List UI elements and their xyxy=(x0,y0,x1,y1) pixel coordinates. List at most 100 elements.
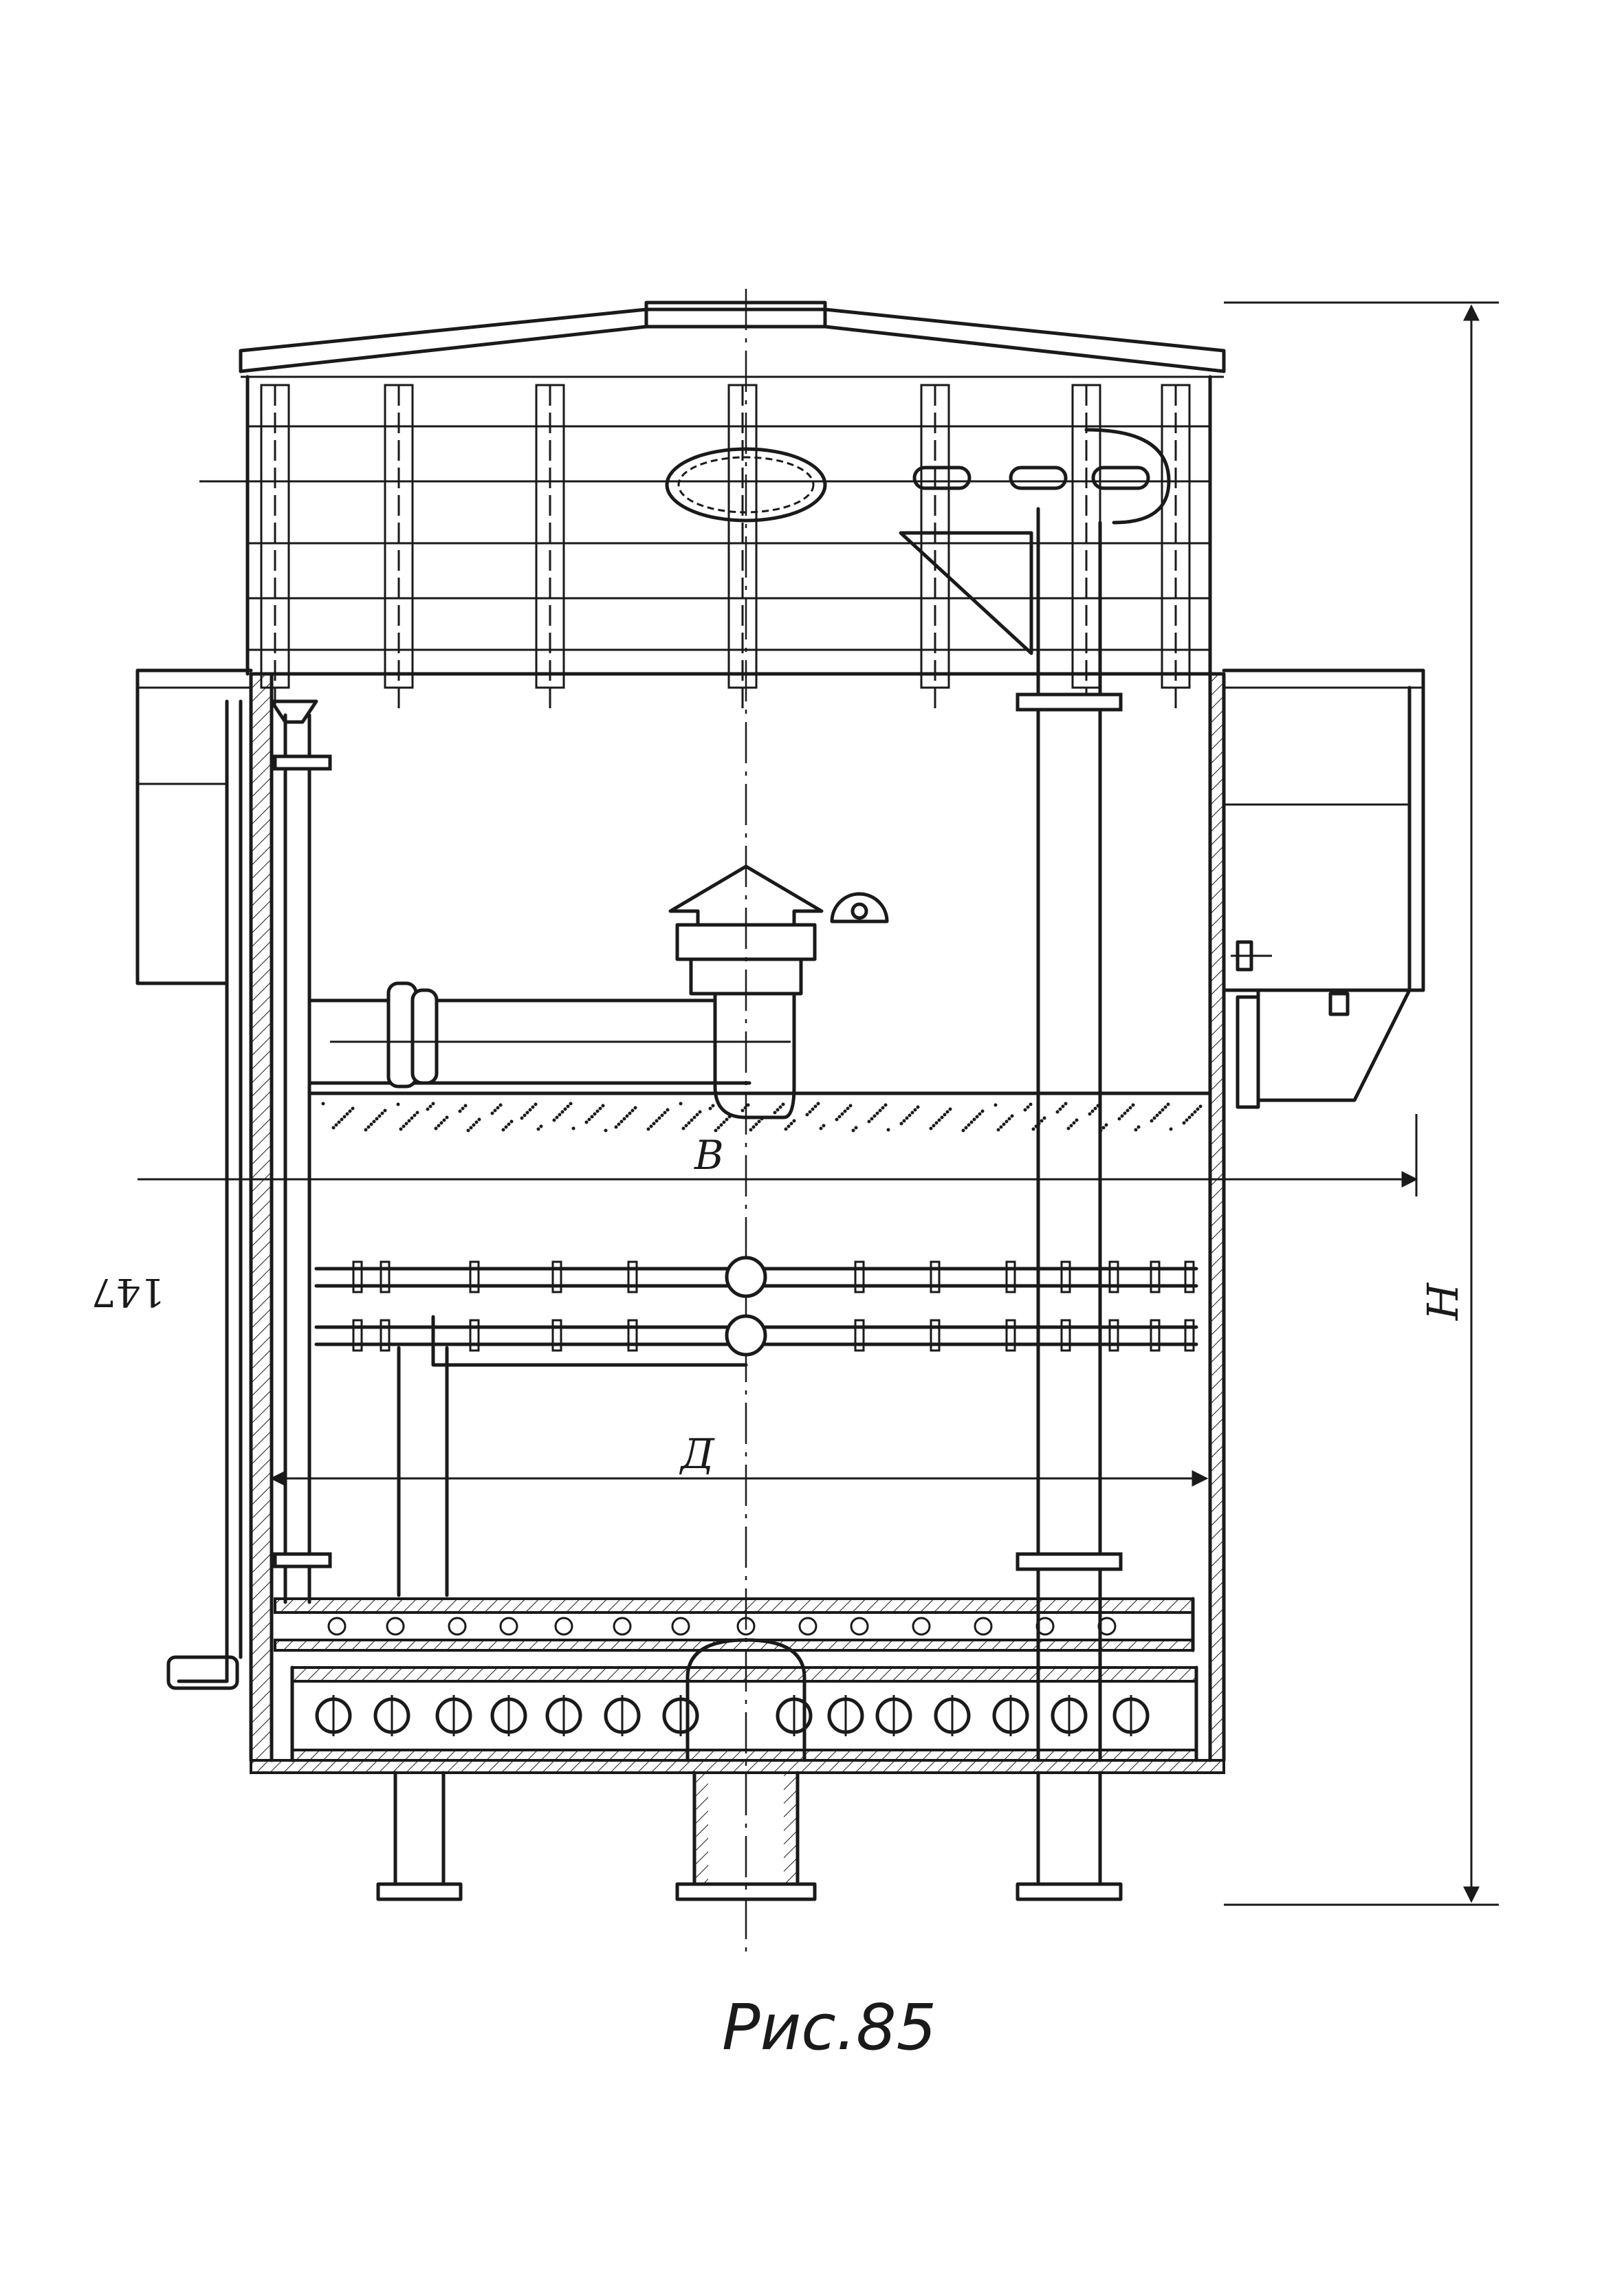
manifold-stud xyxy=(469,1319,480,1352)
packing-dot xyxy=(1042,1116,1046,1120)
packing-dot xyxy=(1064,1102,1068,1106)
packing-dot xyxy=(525,1111,529,1115)
packing-dot xyxy=(463,1104,468,1108)
left-side-box xyxy=(135,668,253,985)
packing-dot xyxy=(536,1127,540,1131)
packing-dot xyxy=(784,1127,788,1131)
packing-dot xyxy=(1023,1108,1027,1112)
upper-column xyxy=(920,384,950,708)
packing-dot xyxy=(811,1107,815,1111)
packing-dot xyxy=(364,1128,368,1132)
packing-dot xyxy=(967,1123,971,1127)
packing-dot xyxy=(428,1104,432,1108)
header-hole xyxy=(798,1617,818,1636)
left-outer-jacket xyxy=(166,699,243,1690)
packing-dot xyxy=(1099,1128,1103,1133)
manifold-stud xyxy=(1150,1319,1161,1352)
packing-dot xyxy=(778,1105,782,1109)
packing-dot xyxy=(571,1126,575,1130)
packing-dot xyxy=(1005,1119,1009,1124)
packing-dot xyxy=(978,1112,982,1116)
packing-dot xyxy=(614,1125,618,1129)
packing-dot xyxy=(875,1111,879,1115)
packing-dot xyxy=(1101,1126,1106,1130)
packing-dot xyxy=(684,1124,688,1128)
packing-dot xyxy=(1150,1119,1154,1123)
packing-dot xyxy=(1034,1124,1038,1128)
vent-cap xyxy=(668,864,824,1119)
packing-dot xyxy=(743,1106,747,1110)
packing-dot xyxy=(881,1106,885,1110)
header-hole xyxy=(671,1617,690,1636)
packing-dot xyxy=(873,1114,877,1118)
packing-dot xyxy=(342,1115,347,1119)
right-side-box xyxy=(1222,668,1425,1109)
packing-dot xyxy=(819,1126,823,1130)
packing-dot xyxy=(528,1108,532,1112)
packing-dot xyxy=(593,1112,597,1116)
dimension-h-label: Н xyxy=(1418,1282,1468,1321)
packing-dot xyxy=(1075,1118,1079,1122)
packing-dot xyxy=(1126,1108,1130,1113)
packing-dot xyxy=(334,1123,338,1127)
packing-dot xyxy=(1055,1110,1060,1114)
packing-dot xyxy=(980,1109,985,1113)
packing-dot xyxy=(813,1104,818,1108)
packing-dot xyxy=(1026,1105,1030,1109)
header-hole xyxy=(850,1617,869,1636)
packing-dot xyxy=(566,1104,570,1108)
packing-dot xyxy=(415,1111,419,1115)
packing-dot xyxy=(905,1116,909,1120)
packing-dot xyxy=(472,1123,476,1127)
packing-dot xyxy=(751,1125,756,1129)
packing-dot xyxy=(695,1113,699,1117)
manifold-stud xyxy=(854,1260,865,1293)
packing-dot xyxy=(789,1122,793,1126)
dimension-b: В xyxy=(138,1114,1418,1196)
header-hole xyxy=(1035,1617,1055,1636)
upper-column xyxy=(1071,384,1101,708)
packing-dot xyxy=(1187,1115,1192,1119)
sight-glass xyxy=(830,892,889,923)
packing-dot xyxy=(1163,1105,1167,1109)
packing-dot xyxy=(1061,1104,1065,1108)
packing-dot xyxy=(943,1113,947,1117)
packing-dot xyxy=(1058,1107,1062,1111)
packing-dot xyxy=(714,1128,718,1133)
packing-dot xyxy=(493,1108,497,1113)
header-hole xyxy=(1097,1617,1117,1636)
packing-dot xyxy=(1185,1118,1189,1122)
packing-dot xyxy=(816,1102,820,1106)
header-hole xyxy=(736,1617,756,1636)
packing-dot xyxy=(369,1122,373,1126)
packing-dot xyxy=(1134,1128,1138,1132)
manifold-stud xyxy=(1060,1319,1071,1352)
packing-dot xyxy=(910,1111,914,1115)
packing-dot xyxy=(754,1122,758,1126)
lower-perforated-header xyxy=(290,1665,1198,1762)
manifold-stud xyxy=(352,1319,363,1352)
dimension-d-label: Д xyxy=(679,1430,715,1478)
packing-dot xyxy=(646,1127,650,1131)
roof xyxy=(239,300,1226,378)
packing-dot xyxy=(1169,1127,1173,1131)
packing-dot xyxy=(792,1119,796,1123)
spray-nozzles-top xyxy=(199,428,1183,525)
packing-dot xyxy=(1182,1121,1186,1125)
packing-dot xyxy=(531,1105,535,1109)
packing-dot xyxy=(625,1114,629,1118)
dimension-b-label: В xyxy=(694,1132,724,1179)
packing-dot xyxy=(964,1126,968,1130)
packing-dot xyxy=(633,1106,637,1110)
packing-dot xyxy=(601,1104,605,1108)
packing-dot xyxy=(681,1126,685,1130)
header-hole xyxy=(912,1617,931,1636)
packing-dot xyxy=(808,1110,812,1114)
packing-dot xyxy=(666,1108,670,1112)
packing-dot xyxy=(725,1117,729,1122)
packing-dot xyxy=(878,1108,882,1113)
packing-dot xyxy=(458,1109,462,1113)
manifold-stud xyxy=(930,1319,941,1352)
packing-dot xyxy=(539,1124,543,1128)
packing-dot xyxy=(442,1118,446,1122)
